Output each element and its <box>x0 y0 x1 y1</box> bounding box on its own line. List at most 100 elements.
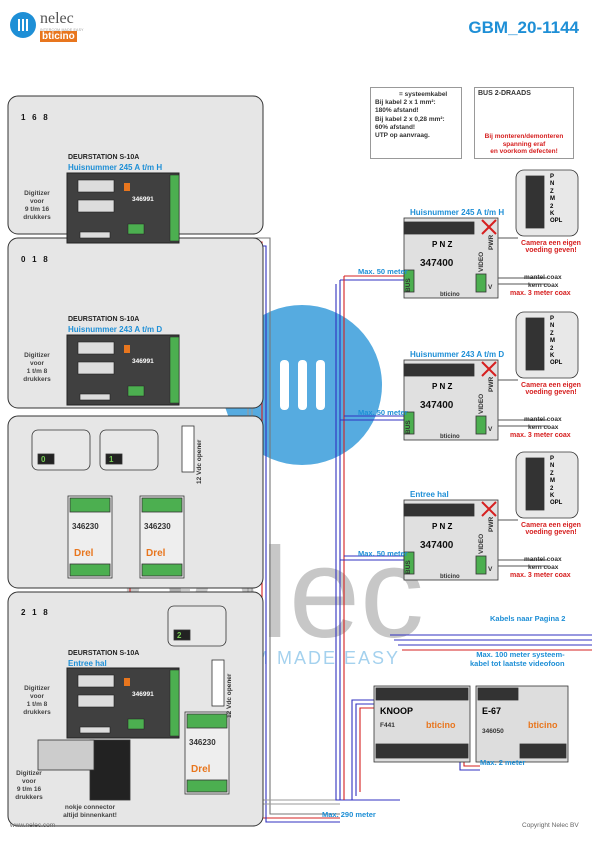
station-name: Huisnummer 245 A t/m H <box>68 163 163 172</box>
bus-warning: spanning eraf <box>502 140 546 148</box>
bus-warning: Bij monteren/demonteren <box>484 133 564 140</box>
e67-name: E-67 <box>482 706 502 716</box>
camera-2 <box>515 311 579 379</box>
bus-title: BUS 2-DRAADS <box>478 90 531 97</box>
coax-kern-label: kern coax <box>528 424 559 431</box>
bus-terminal-label: BUS <box>405 278 412 292</box>
monitor-model: 347400 <box>420 258 454 269</box>
bus-terminal-label: BUS <box>405 420 412 434</box>
keypad-digit: 2 <box>177 631 182 640</box>
monitor-name: Huisnummer 245 A t/m H <box>410 208 505 217</box>
station-name: Huisnummer 243 A t/m D <box>68 325 163 334</box>
door-opener-1 <box>181 425 195 473</box>
distance-label: Max. 50 meter <box>358 549 408 558</box>
cable-page2 <box>390 634 592 646</box>
monitor-brand: bticino <box>440 574 460 580</box>
legend-line: = systeemkabel <box>399 91 448 98</box>
station-model: 346991 <box>132 691 154 698</box>
bus-warning: en voorkom defecten! <box>490 148 558 155</box>
knoop-model: F441 <box>380 722 395 729</box>
legend-line: Bij kabel 2 x 0,28 mm²: <box>375 115 445 123</box>
monitor-model: 347400 <box>420 540 454 551</box>
keypad-digit: 0 <box>41 455 46 464</box>
coax-max-label: max. 3 meter coax <box>510 572 571 579</box>
footer-copyright: Copyright Nelec BV <box>522 822 579 829</box>
station-type: DEURSTATION S-10A <box>68 316 140 323</box>
video-terminal-label: VIDEO <box>478 251 485 272</box>
coax-mantel-label: mantel coax <box>524 274 562 281</box>
logo-name: nelec <box>40 10 74 27</box>
e67-brand: bticino <box>528 720 558 730</box>
opener-label: 12 Vdc opener <box>226 673 233 718</box>
logo-mark-icon <box>10 12 36 38</box>
coax-mantel-label: mantel coax <box>524 416 562 423</box>
distance-label: Max. 50 meter <box>358 408 408 417</box>
monitor-brand: bticino <box>440 434 460 440</box>
bus-terminal-label: BUS <box>405 560 412 574</box>
logo-sub: INTERCOM MADE EASY <box>40 28 84 32</box>
legend-line: Bij kabel 2 x 1 mm²: <box>375 99 436 107</box>
camera-3 <box>515 451 579 519</box>
station-model: 346991 <box>132 358 154 365</box>
distance-label: Max. 50 meter <box>358 267 408 276</box>
coax-mantel-label: mantel coax <box>524 556 562 563</box>
cable-legend: = systeemkabel Bij kabel 2 x 1 mm²: 180%… <box>370 87 462 159</box>
distance-label: Max. 290 meter <box>322 810 376 819</box>
monitor-brand: bticino <box>440 292 460 298</box>
coax-max-label: max. 3 meter coax <box>510 290 571 297</box>
door-opener-2 <box>211 659 225 707</box>
nelec-logo: nelec INTERCOM MADE EASY bticino <box>10 10 100 46</box>
coax-max-label: max. 3 meter coax <box>510 432 571 439</box>
cable-monitors <box>335 279 405 801</box>
knoop-brand: bticino <box>426 720 456 730</box>
pwr-terminal-label: PWR <box>488 234 495 250</box>
monitor-name: Huisnummer 243 A t/m D <box>410 350 505 359</box>
legend-line: 180% afstand! <box>375 107 419 115</box>
e67-model: 346050 <box>482 728 504 735</box>
station-model: 346991 <box>132 196 154 203</box>
camera-1 <box>515 169 579 237</box>
monitor-model: 347400 <box>420 400 454 411</box>
relay-model: 346230 <box>144 522 171 531</box>
coax-kern-label: kern coax <box>528 564 559 571</box>
relay-model: 346230 <box>72 522 99 531</box>
station-type: DEURSTATION S-10A <box>68 650 140 657</box>
knoop-name: KNOOP <box>380 706 414 716</box>
monitor-name: Entree hal <box>410 490 449 499</box>
video-v-label: V <box>488 426 493 433</box>
video-v-label: V <box>488 284 493 291</box>
max100-label: Max. 100 meter systeem-kabel tot laatste… <box>470 650 565 668</box>
video-v-label: V <box>488 566 493 573</box>
video-terminal-label: VIDEO <box>478 533 485 554</box>
keypad-digit: 2 1 8 <box>21 608 48 617</box>
keypad-digit: 1 6 8 <box>21 113 48 122</box>
relay-brand: Drel <box>74 548 94 559</box>
video-terminal-label: VIDEO <box>478 393 485 414</box>
coax-kern-label: kern coax <box>528 282 559 289</box>
legend-line: UTP op aanvraag. <box>375 132 430 140</box>
station-type: DEURSTATION S-10A <box>68 154 140 161</box>
distance-label: Max. 2 meter <box>480 758 526 767</box>
page2-label: Kabels naar Pagina 2 <box>490 614 566 623</box>
keypad-digit: 0 1 8 <box>21 255 48 264</box>
monitor-keys: P N Z <box>432 240 453 249</box>
legend-line: 60% afstand! <box>375 123 416 131</box>
logo-brand: bticino <box>40 31 77 42</box>
page-title: GBM_20-1144 <box>468 18 579 37</box>
footer-website: www.nelec.com <box>10 822 56 829</box>
keypad-digit: 1 <box>109 455 114 464</box>
relay-model: 346230 <box>189 738 216 747</box>
station-name: Entree hal <box>68 659 107 668</box>
digitizer-module <box>89 739 131 801</box>
